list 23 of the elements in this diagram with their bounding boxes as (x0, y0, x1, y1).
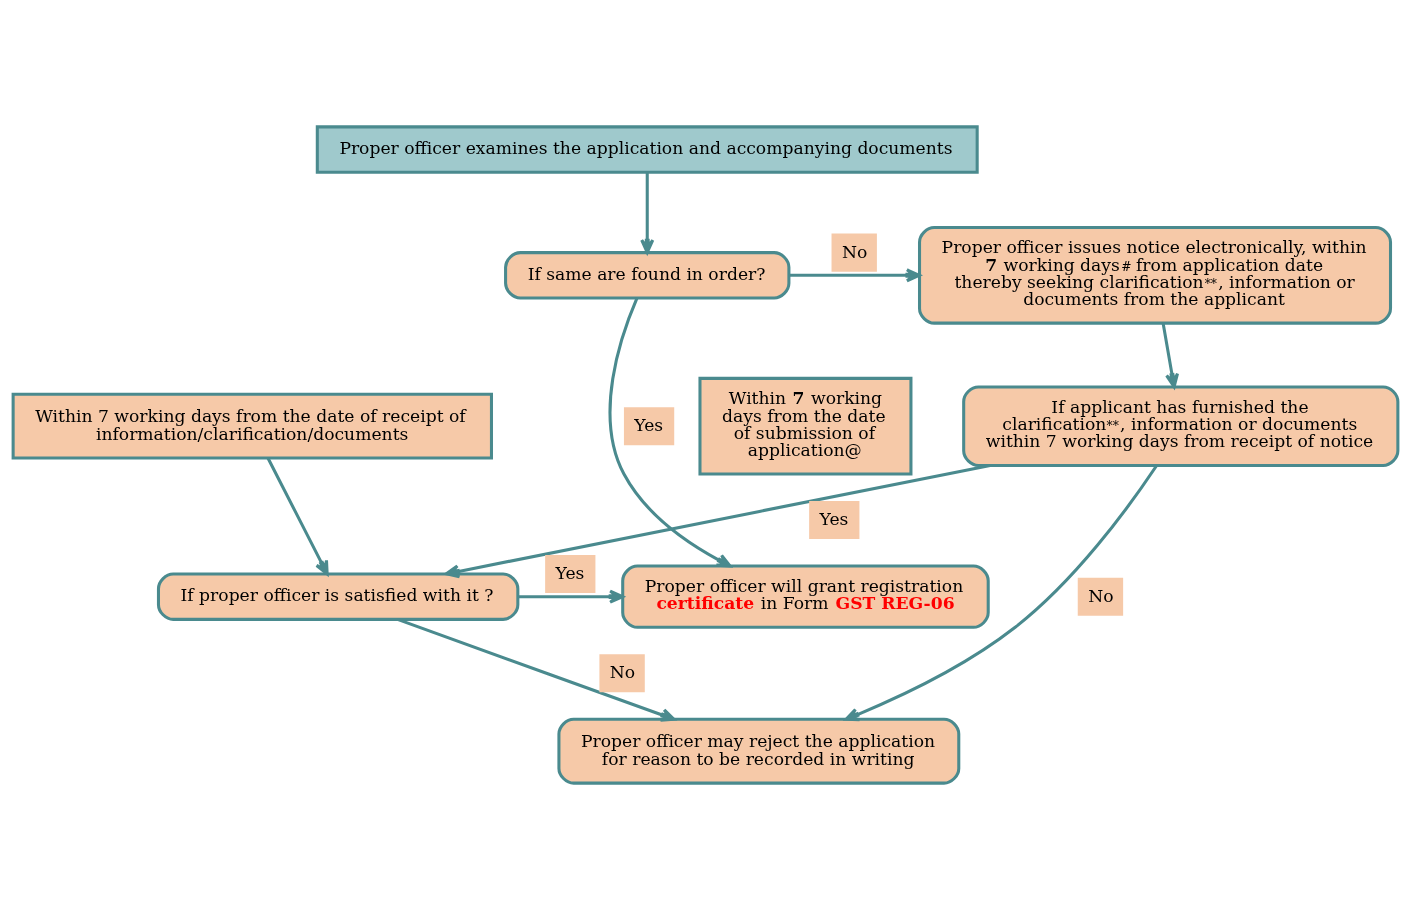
arrow (444, 463, 991, 578)
edge-label: No (1088, 585, 1114, 606)
node-box: If same are found in order? (504, 250, 791, 300)
edge-label: No (609, 661, 636, 682)
arrow (518, 589, 624, 604)
edge-label: No (841, 241, 868, 262)
node-box: Proper officer may reject the application for reason to be recorded in writing (557, 717, 961, 785)
node-box: Within 7 working days from the date of receipt of information/clarification/documents (11, 392, 493, 460)
node-box: Proper officer issues notice electronically, within 7 working days# from application date thereby seeking clarification**, information or documents from the applicant (918, 225, 1393, 325)
arrow (608, 297, 732, 567)
arrow (1161, 322, 1180, 388)
arrow (266, 457, 329, 575)
node-box: Within 7 working days from the date of submission of application@ (698, 376, 913, 476)
arrow (640, 171, 655, 254)
node-box: Proper officer examines the application and accompanying documents (315, 124, 979, 174)
node-box: If proper officer is satisfied with it ? (156, 571, 520, 621)
edge-label: Yes (555, 562, 585, 583)
arrow (789, 267, 921, 282)
node-box: Proper officer will grant registration certificate in Form GST REG-06 (621, 563, 990, 629)
edge-label: Yes (634, 414, 664, 435)
node-box: If applicant has furnished the clarification**, information or documents within 7 working days from receipt of notice (962, 384, 1400, 467)
edge-label: Yes (819, 508, 849, 529)
arrow (844, 464, 1158, 721)
